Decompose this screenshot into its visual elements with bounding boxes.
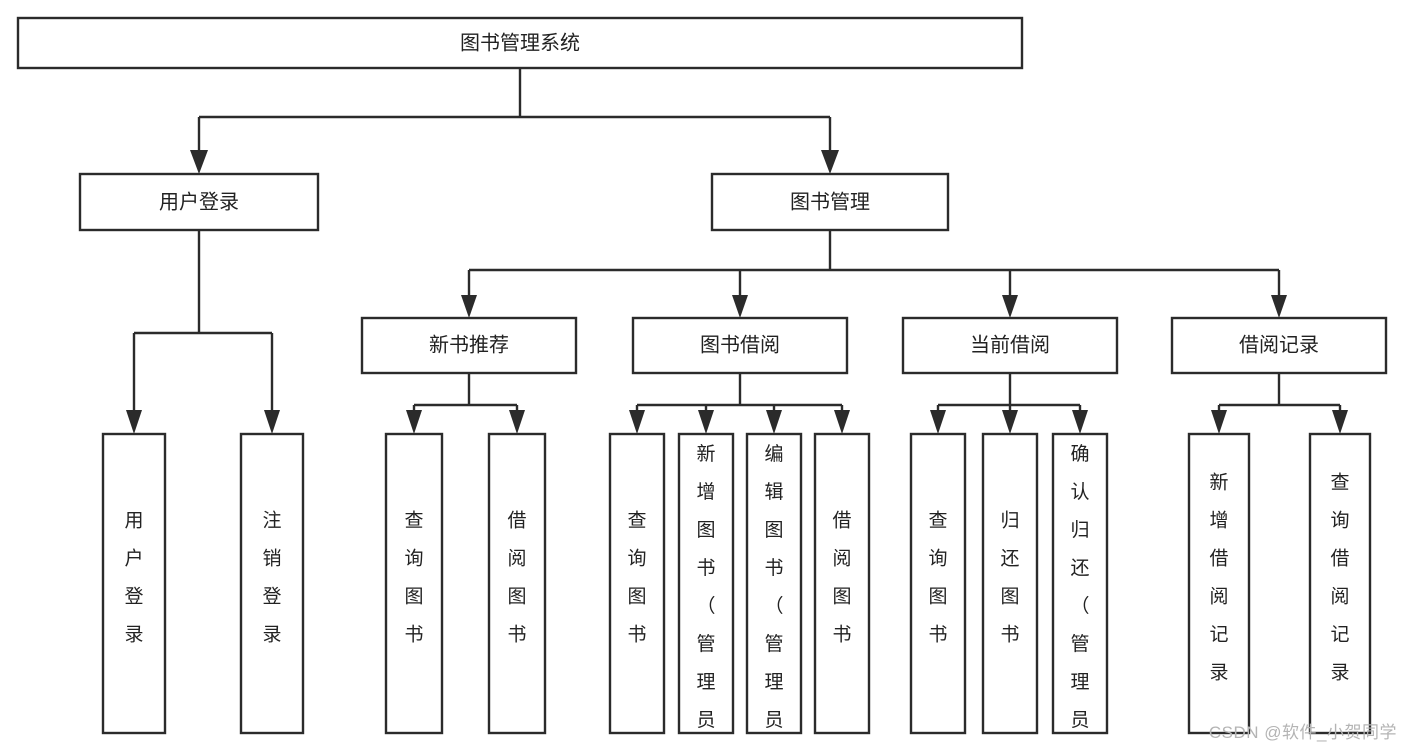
node-root[interactable]: 图书管理系统 [16, 16, 1024, 70]
node-leaf-return-book-label: 归还图书 [1000, 510, 1019, 646]
node-leaf-confirm-return-label: 确认归还（管理员） [1070, 443, 1089, 747]
node-leaf-user-login-label: 用户登录 [124, 511, 143, 646]
node-leaf-return-book[interactable]: 归还图书 [981, 432, 1039, 735]
node-leaf-query-book-1-label: 查询图书 [404, 510, 423, 646]
arrowhead-leaf-add-borrow-record [1211, 410, 1227, 434]
node-leaf-logout[interactable]: 注销登录 [239, 432, 305, 735]
node-book-management[interactable]: 图书管理 [710, 172, 950, 232]
node-current-borrow[interactable]: 当前借阅 [901, 316, 1119, 375]
node-new-book-recommend-label: 新书推荐 [429, 333, 509, 356]
leaf-layer: 用户登录 注销登录 查询图书 借阅图书 查询图书 新增图书（管理员） 编辑图书（管理员） 借阅… [101, 432, 1372, 747]
node-leaf-add-book[interactable]: 新增图书（管理员） [677, 432, 735, 747]
node-borrow-record[interactable]: 借阅记录 [1170, 316, 1388, 375]
node-user-login-label: 用户登录 [159, 190, 239, 213]
arrowhead-current-borrow [1002, 295, 1018, 318]
node-leaf-add-borrow-record[interactable]: 新增借阅记录 [1187, 432, 1251, 735]
node-leaf-logout-label: 注销登录 [262, 510, 281, 646]
node-leaf-query-book-3[interactable]: 查询图书 [909, 432, 967, 735]
node-leaf-query-borrow-record[interactable]: 查询借阅记录 [1308, 432, 1372, 735]
arrowhead-leaf-edit-book [766, 410, 782, 434]
arrowhead-leaf-query-borrow-record [1332, 410, 1348, 434]
node-leaf-user-login[interactable]: 用户登录 [101, 432, 167, 735]
node-user-login[interactable]: 用户登录 [78, 172, 320, 232]
arrowhead-leaf-query-book-1 [406, 410, 422, 434]
node-leaf-confirm-return[interactable]: 确认归还（管理员） [1051, 432, 1109, 747]
arrowhead-user-login [190, 150, 208, 174]
arrowhead-leaf-logout [264, 410, 280, 434]
node-borrow-record-label: 借阅记录 [1239, 333, 1319, 356]
node-leaf-add-book-label: 新增图书（管理员） [696, 443, 715, 747]
arrowhead-leaf-confirm-return [1072, 410, 1088, 434]
node-root-label: 图书管理系统 [460, 31, 580, 54]
arrowhead-book-borrow [732, 295, 748, 318]
node-current-borrow-label: 当前借阅 [970, 333, 1050, 356]
node-book-borrow-label: 图书借阅 [700, 333, 780, 356]
node-leaf-add-borrow-record-label: 新增借阅记录 [1209, 472, 1228, 684]
node-leaf-borrow-book-1[interactable]: 借阅图书 [487, 432, 547, 735]
arrowhead-leaf-add-book [698, 410, 714, 434]
arrowhead-leaf-return-book [1002, 410, 1018, 434]
watermark-text: CSDN @软件_小贺同学 [1208, 723, 1397, 742]
node-new-book-recommend[interactable]: 新书推荐 [360, 316, 578, 375]
node-leaf-query-book-2-label: 查询图书 [627, 510, 646, 646]
node-leaf-edit-book-label: 编辑图书（管理员） [764, 443, 783, 747]
node-leaf-edit-book[interactable]: 编辑图书（管理员） [745, 432, 803, 747]
arrowhead-leaf-borrow-book-2 [834, 410, 850, 434]
node-book-borrow[interactable]: 图书借阅 [631, 316, 849, 375]
node-leaf-query-book-3-label: 查询图书 [928, 510, 947, 646]
arrowhead-new-book-recommend [461, 295, 477, 318]
arrowhead-leaf-query-book-2 [629, 410, 645, 434]
node-leaf-query-book-2[interactable]: 查询图书 [608, 432, 666, 735]
node-leaf-query-borrow-record-label: 查询借阅记录 [1330, 472, 1349, 684]
arrowhead-leaf-borrow-book-1 [509, 410, 525, 434]
arrowhead-book-management [821, 150, 839, 174]
node-leaf-borrow-book-1-label: 借阅图书 [507, 510, 526, 646]
node-leaf-borrow-book-2[interactable]: 借阅图书 [813, 432, 871, 735]
arrowhead-borrow-record [1271, 295, 1287, 318]
arrowhead-leaf-user-login [126, 410, 142, 434]
node-leaf-query-book-1[interactable]: 查询图书 [384, 432, 444, 735]
connector-layer [126, 68, 1348, 434]
node-leaf-borrow-book-2-label: 借阅图书 [832, 510, 851, 646]
arrowhead-leaf-query-book-3 [930, 410, 946, 434]
node-book-management-label: 图书管理 [790, 190, 870, 213]
